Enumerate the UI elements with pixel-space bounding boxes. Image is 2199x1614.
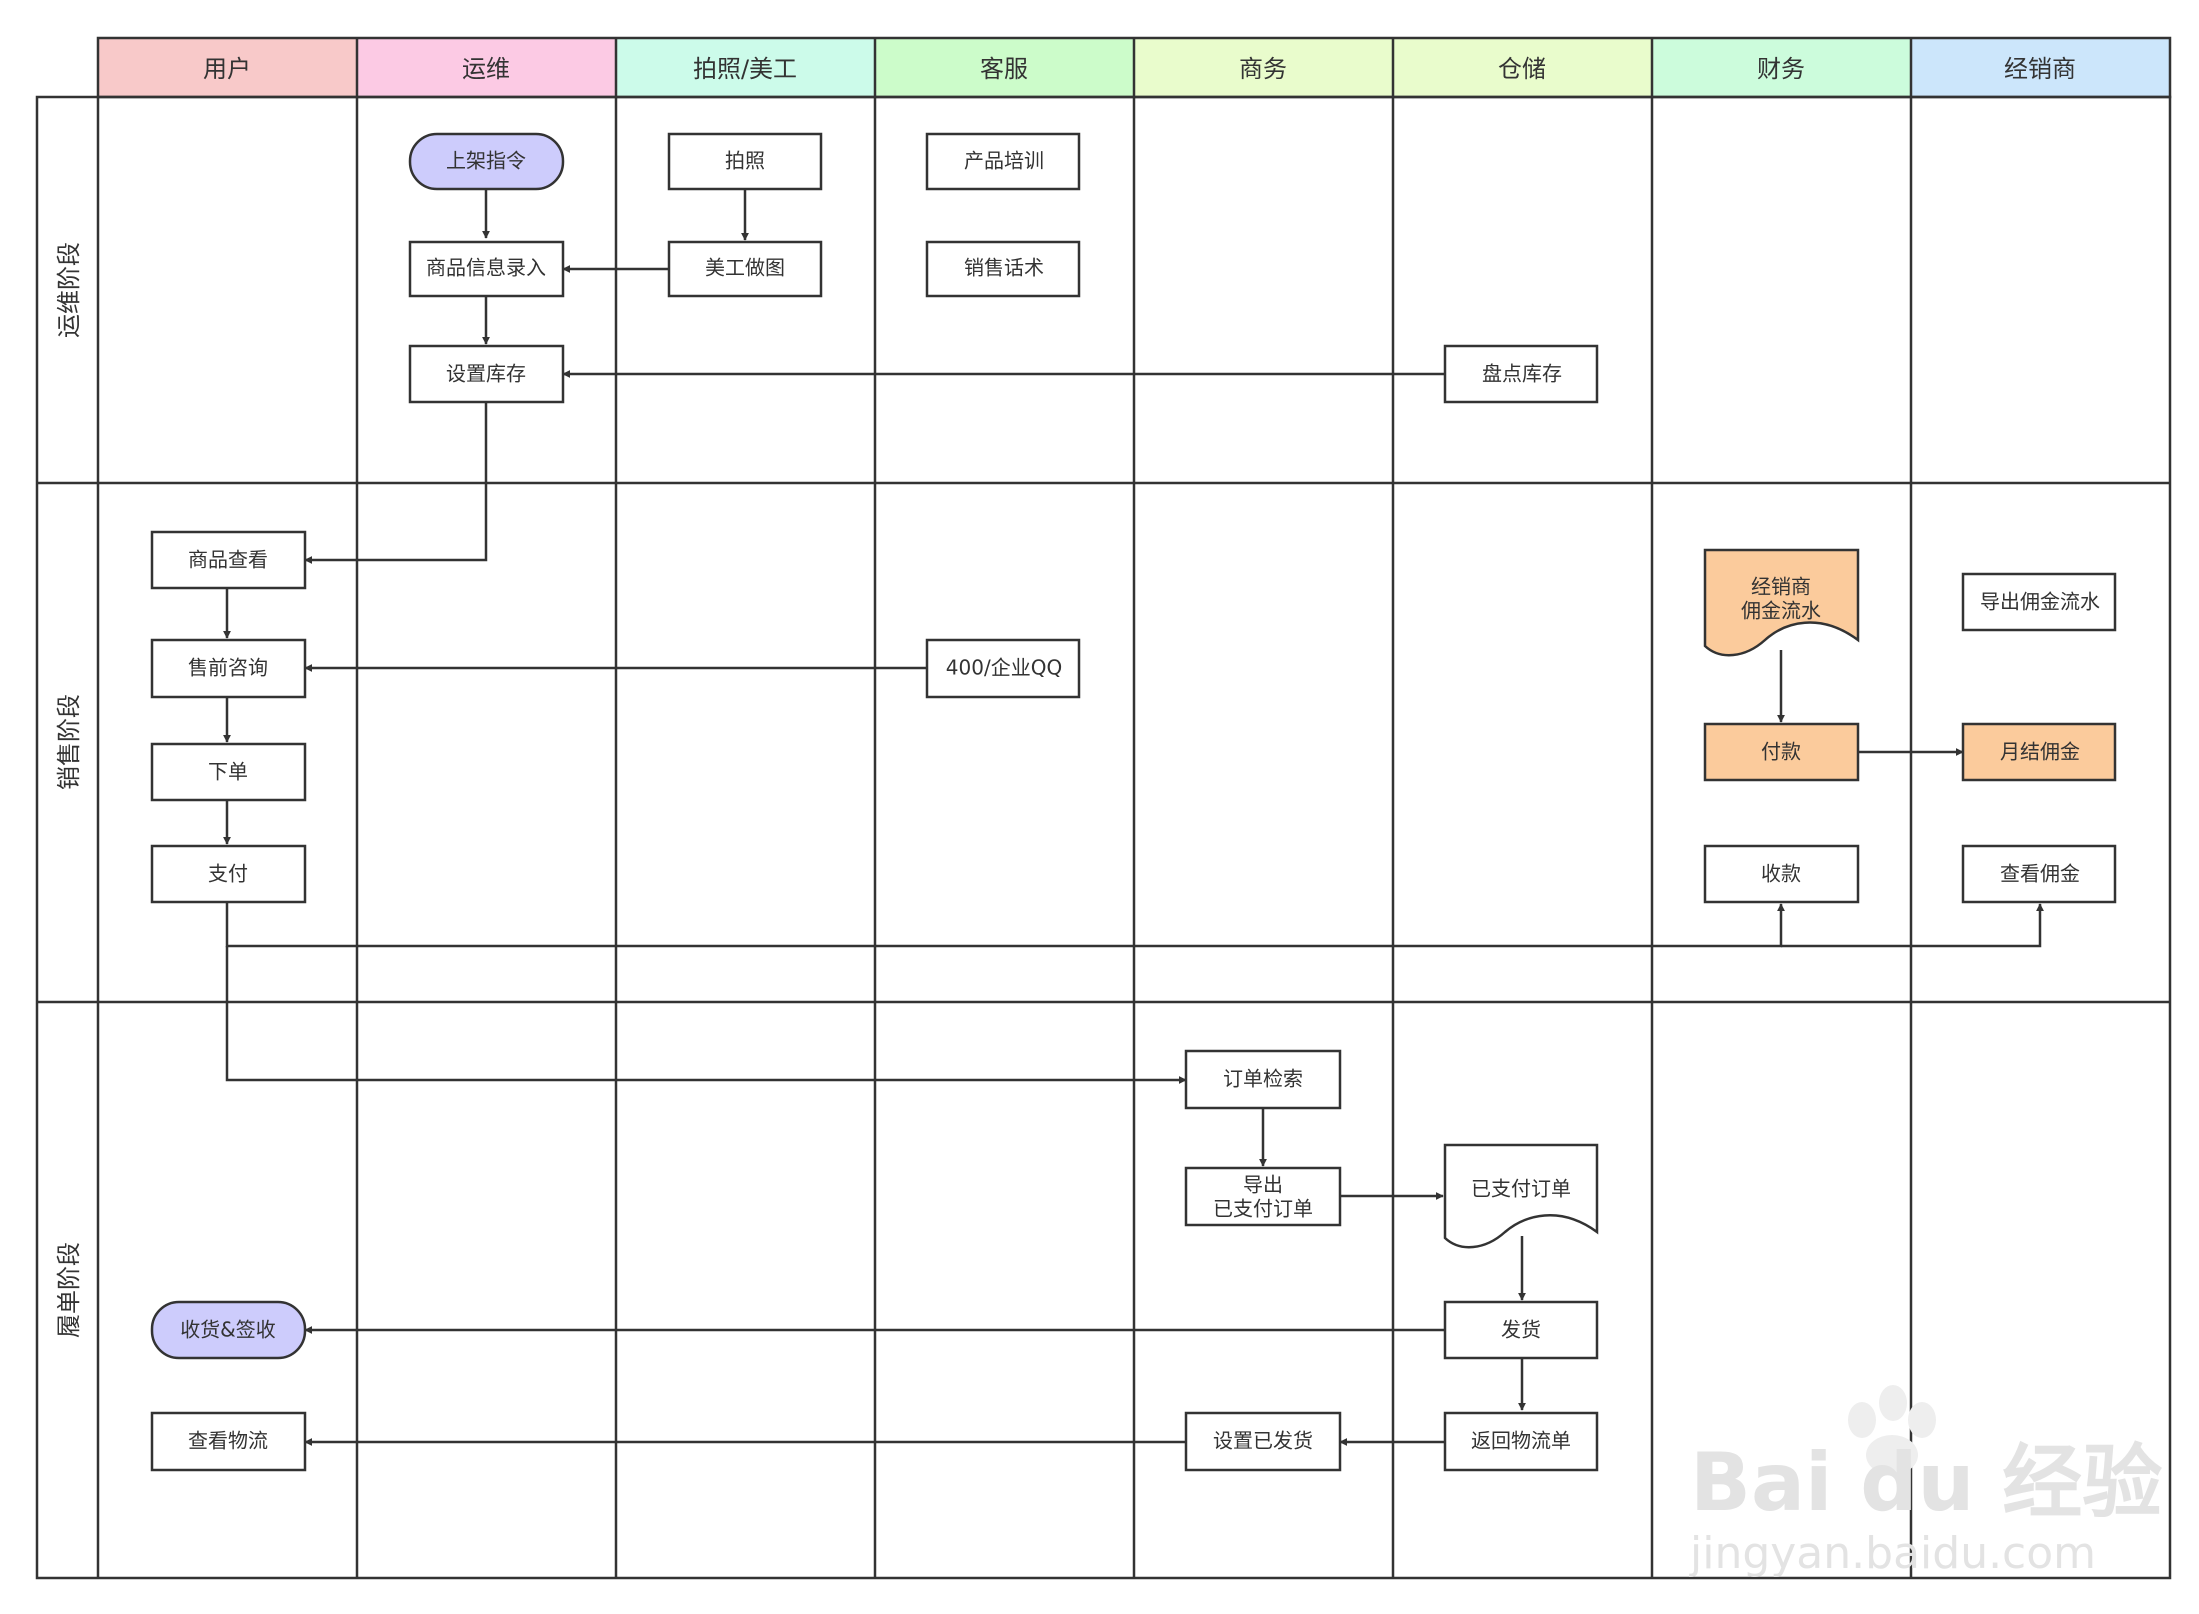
node-view-commission[interactable]: 查看佣金	[1961, 844, 2117, 904]
edge-stock-to-view	[304, 402, 488, 564]
column-header-finance: 财务	[1757, 55, 1805, 83]
node-set-shipped[interactable]: 设置已发货	[1184, 1411, 1342, 1472]
node-order-search[interactable]: 订单检索	[1184, 1049, 1342, 1110]
nodes: 上架指令 拍照 产品培训 商品信息录入 美工做图 销售话术 设置库存 盘点库存	[150, 132, 2117, 1472]
node-export-paid-orders-label-1: 导出	[1243, 1173, 1283, 1197]
swimlane-grid	[35, 36, 2172, 1580]
watermark-logo: Bai du 经验	[1690, 1436, 2162, 1529]
node-monthly-commission-label: 月结佣金	[2000, 740, 2080, 764]
node-product-entry[interactable]: 商品信息录入	[408, 240, 565, 298]
node-photo[interactable]: 拍照	[667, 132, 823, 191]
column-header-bg	[98, 38, 357, 97]
phase-label-ops: 运维阶段	[55, 242, 83, 338]
node-set-stock[interactable]: 设置库存	[408, 344, 565, 404]
column-header-bg	[357, 38, 616, 97]
node-product-training-label: 产品培训	[964, 149, 1044, 173]
node-shelf-command-label: 上架指令	[446, 149, 526, 173]
node-paid-orders-document-label: 已支付订单	[1471, 1177, 1571, 1201]
node-presale-consult[interactable]: 售前咨询	[150, 638, 307, 699]
node-place-order-label: 下单	[208, 760, 248, 784]
column-header-bg	[1134, 38, 1393, 97]
column-header-bg	[1911, 38, 2170, 97]
column-header-user: 用户	[203, 55, 251, 83]
node-view-commission-label: 查看佣金	[2000, 862, 2080, 886]
node-product-entry-label: 商品信息录入	[426, 256, 546, 280]
phase-labels: 运维阶段 销售阶段 履单阶段	[55, 242, 83, 1338]
watermark: Bai du 经验 jingyan.baidu.com	[1689, 1385, 2162, 1579]
column-header-bg	[875, 38, 1134, 97]
node-art-design-label: 美工做图	[705, 256, 785, 280]
node-receive-payment-label: 收款	[1761, 862, 1801, 886]
node-payment[interactable]: 付款	[1703, 722, 1860, 782]
node-ship-label: 发货	[1501, 1318, 1541, 1342]
node-product-training[interactable]: 产品培训	[925, 132, 1081, 191]
node-count-stock-label: 盘点库存	[1482, 362, 1562, 386]
node-presale-consult-label: 售前咨询	[188, 656, 268, 680]
column-headers: 用户 运维 拍照/美工 客服 商务 仓储 财务 经销商	[98, 38, 2170, 97]
edge-pay-to-view-commission	[1781, 903, 2044, 948]
node-export-commission[interactable]: 导出佣金流水	[1961, 572, 2117, 632]
connectors	[223, 187, 2044, 1446]
node-return-waybill[interactable]: 返回物流单	[1443, 1411, 1599, 1472]
node-qq-service[interactable]: 400/企业QQ	[925, 638, 1081, 699]
node-set-stock-label: 设置库存	[446, 362, 526, 386]
node-sales-script[interactable]: 销售话术	[925, 240, 1081, 298]
column-header-bg	[616, 38, 875, 97]
node-export-paid-orders[interactable]: 导出 已支付订单	[1184, 1166, 1342, 1227]
node-view-logistics[interactable]: 查看物流	[150, 1411, 307, 1472]
column-header-bg	[1393, 38, 1652, 97]
node-view-product[interactable]: 商品查看	[150, 530, 307, 590]
node-paid-orders-document[interactable]: 已支付订单	[1443, 1143, 1599, 1249]
node-order-search-label: 订单检索	[1223, 1067, 1303, 1091]
node-sales-script-label: 销售话术	[964, 256, 1044, 280]
watermark-url: jingyan.baidu.com	[1689, 1528, 2096, 1579]
node-export-paid-orders-label-2: 已支付订单	[1213, 1197, 1313, 1221]
node-pay[interactable]: 支付	[150, 844, 307, 904]
node-view-logistics-label: 查看物流	[188, 1429, 268, 1453]
node-count-stock[interactable]: 盘点库存	[1443, 344, 1599, 404]
node-shelf-command[interactable]: 上架指令	[408, 132, 565, 191]
column-header-business: 商务	[1239, 55, 1287, 83]
node-view-product-label: 商品查看	[188, 548, 268, 572]
node-dealer-commission-flow-label-2: 佣金流水	[1741, 599, 1821, 623]
node-photo-label: 拍照	[725, 149, 765, 173]
node-dealer-commission-flow-label-1: 经销商	[1751, 575, 1811, 599]
column-header-photo-art: 拍照/美工	[693, 55, 797, 83]
node-qq-service-label: 400/企业QQ	[946, 656, 1062, 680]
node-art-design[interactable]: 美工做图	[667, 240, 823, 298]
node-pay-label: 支付	[208, 862, 248, 886]
column-header-dealer: 经销商	[2004, 55, 2076, 83]
node-export-commission-label: 导出佣金流水	[1980, 590, 2100, 614]
node-ship[interactable]: 发货	[1443, 1300, 1599, 1360]
node-dealer-commission-flow[interactable]: 经销商 佣金流水	[1703, 548, 1860, 657]
node-payment-label: 付款	[1761, 740, 1801, 764]
node-return-waybill-label: 返回物流单	[1471, 1429, 1571, 1453]
paw-logo-icon	[1848, 1385, 1936, 1475]
node-receive-payment[interactable]: 收款	[1703, 844, 1860, 904]
node-monthly-commission[interactable]: 月结佣金	[1961, 722, 2117, 782]
edge-pay-to-order-search	[225, 946, 1187, 1084]
node-set-shipped-label: 设置已发货	[1213, 1429, 1313, 1453]
column-header-ops: 运维	[462, 55, 510, 83]
phase-label-fulfillment: 履单阶段	[55, 1242, 83, 1338]
column-header-customer-service: 客服	[980, 55, 1028, 83]
node-place-order[interactable]: 下单	[150, 742, 307, 802]
node-receive-and-sign-label: 收货&签收	[180, 1318, 276, 1342]
column-header-bg	[1652, 38, 1911, 97]
phase-label-sales: 销售阶段	[55, 694, 83, 790]
column-header-warehouse: 仓储	[1498, 55, 1546, 83]
edge-pay-to-receive	[225, 902, 1785, 948]
node-receive-and-sign[interactable]: 收货&签收	[150, 1300, 307, 1360]
